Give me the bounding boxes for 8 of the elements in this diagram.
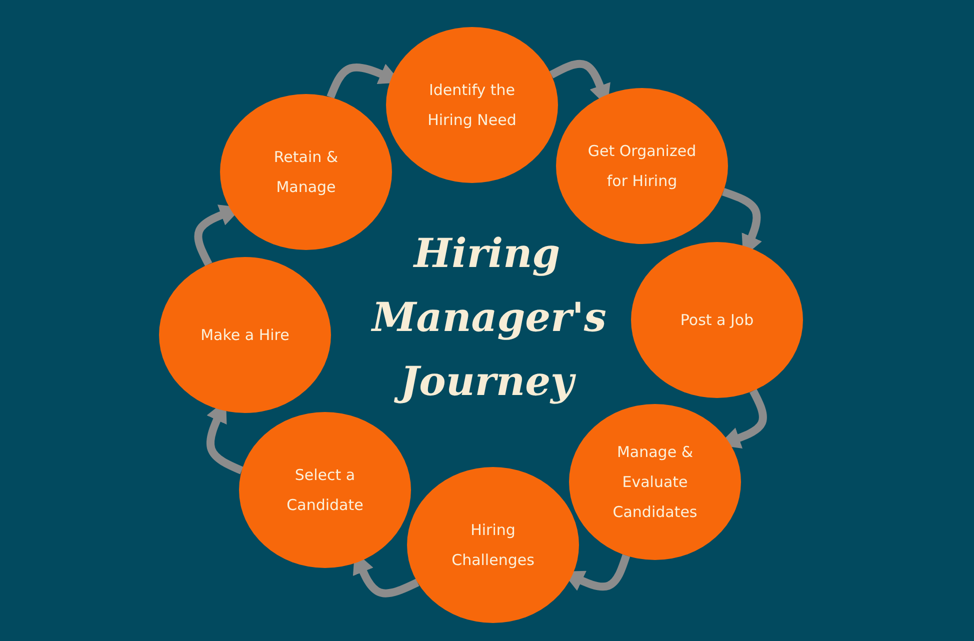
step-label: Retain & Manage (272, 147, 340, 198)
step-label: Make a Hire (200, 325, 290, 346)
step-label: Post a Job (680, 310, 754, 331)
step-label: Identify the Hiring Need (426, 80, 518, 131)
step-label: Get Organized for Hiring (586, 141, 698, 192)
step-label: Hiring Challenges (450, 520, 536, 571)
step-label: Select a Candidate (286, 465, 364, 516)
step-label: Manage & Evaluate Candidates (612, 442, 698, 523)
